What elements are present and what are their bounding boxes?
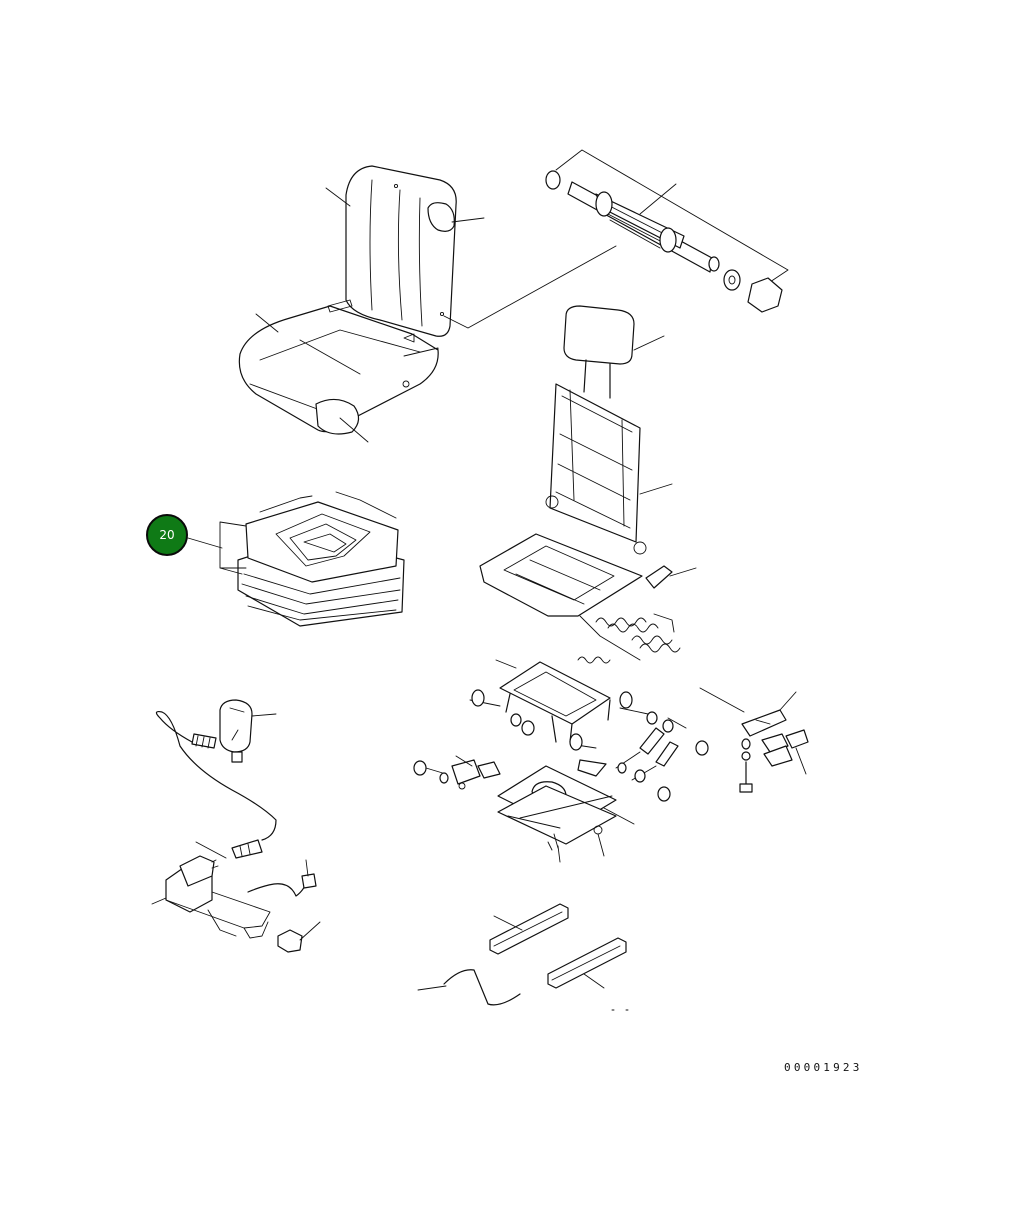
seat-frame-assembly [479,305,697,617]
suspension-mechanism [413,659,809,863]
control-lever-cable [151,699,321,953]
seat-rails [417,903,629,1011]
springs-group [577,613,681,664]
lumbar-support-parts [545,149,789,313]
drawing-number: 00001923 [784,1061,863,1074]
cushion-pad-part [187,491,405,627]
part-callout-20[interactable]: 20 [146,514,188,556]
seat-cover-assembly [238,165,617,443]
